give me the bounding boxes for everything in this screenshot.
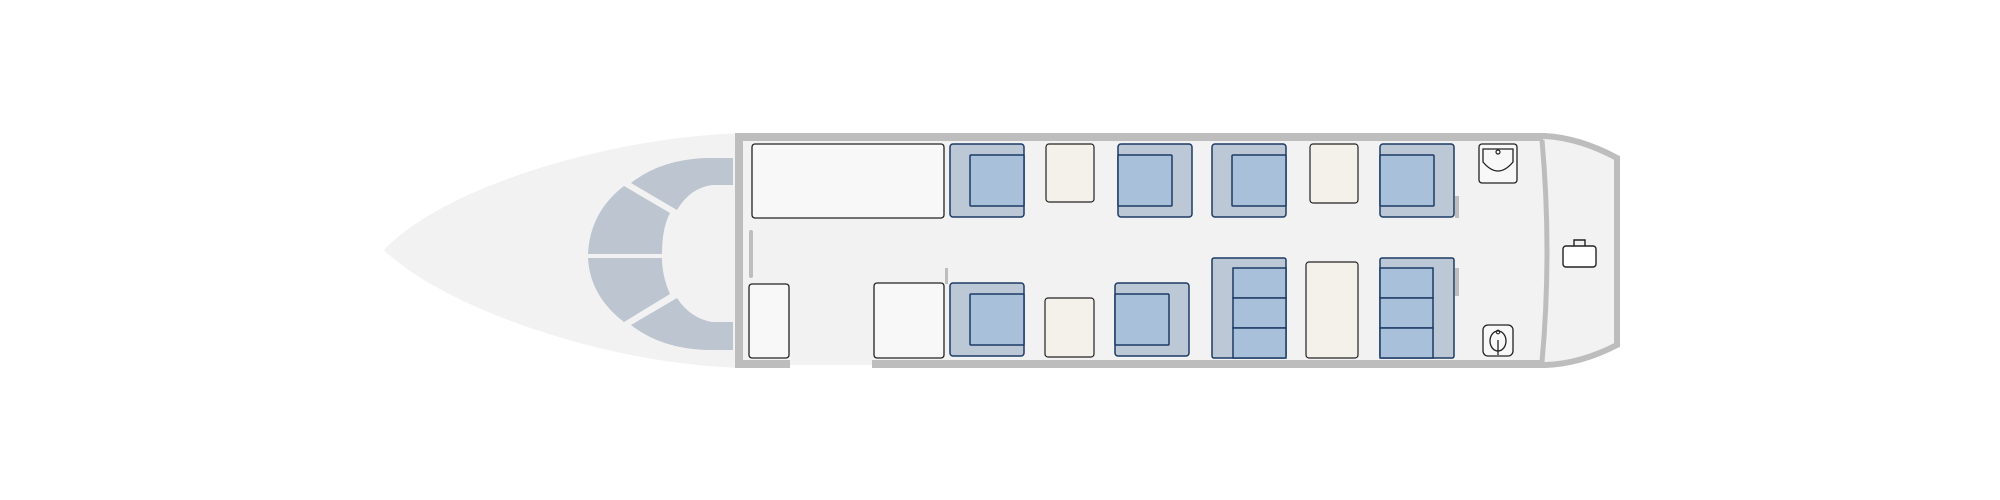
seat-cushion: [969, 293, 1025, 346]
galley-partition: [749, 230, 753, 278]
bottom-wall-rear: [872, 360, 1542, 368]
front-closet[interactable]: [748, 283, 790, 359]
cockpit-seating: [588, 158, 733, 350]
divider-post-upper: [945, 268, 948, 284]
bottom-wall-front: [735, 360, 790, 368]
divan-cushion: [1379, 327, 1434, 359]
seat-cushion: [1231, 154, 1287, 207]
divan-seat[interactable]: [1379, 257, 1455, 359]
seat-cushion: [969, 154, 1025, 207]
sink-faucet: [1495, 149, 1501, 155]
divan-cushion: [1232, 327, 1287, 359]
table[interactable]: [1044, 297, 1095, 358]
cockpit-seat-upper[interactable]: [631, 158, 733, 210]
divider-post-aft-1: [1455, 196, 1459, 218]
seat-cushion: [1379, 154, 1435, 207]
table[interactable]: [1045, 143, 1095, 203]
passenger-seat[interactable]: [1117, 143, 1193, 218]
suitcase-handle: [1573, 239, 1586, 246]
lavatory-toilet[interactable]: [1482, 324, 1514, 357]
table[interactable]: [1305, 261, 1359, 359]
divan-cushion: [1379, 267, 1434, 299]
divan-cushion: [1379, 297, 1434, 329]
divan-cushion: [1232, 267, 1287, 299]
aft-bulkhead: [1539, 139, 1550, 363]
toilet-tank: [1495, 329, 1501, 335]
baggage-compartment[interactable]: [1562, 239, 1597, 268]
lavatory-sink[interactable]: [1478, 143, 1518, 184]
top-wall: [735, 133, 1543, 141]
front-bulkhead: [735, 133, 743, 368]
divider-post-aft-2: [1455, 268, 1459, 296]
seat-cushion: [1114, 293, 1170, 346]
passenger-seat[interactable]: [1114, 282, 1190, 357]
cockpit-seat-lower[interactable]: [631, 298, 733, 350]
table[interactable]: [1309, 143, 1359, 204]
galley-counter[interactable]: [751, 143, 945, 219]
fuselage-walls: [735, 133, 1620, 368]
cockpit-seat-upper-side[interactable]: [588, 186, 670, 254]
passenger-seat[interactable]: [1379, 143, 1455, 218]
passenger-seat[interactable]: [949, 143, 1025, 218]
passenger-seat[interactable]: [949, 282, 1025, 357]
passenger-seats: [949, 143, 1455, 359]
divan-cushion: [1232, 297, 1287, 329]
divan-seat[interactable]: [1211, 257, 1287, 359]
tail-outline: [1540, 133, 1620, 368]
cockpit-seat-lower-side[interactable]: [588, 258, 670, 322]
cabinet[interactable]: [873, 282, 945, 359]
sink-basin: [1482, 148, 1514, 172]
passenger-seat[interactable]: [1211, 143, 1287, 218]
sink-icon: [1478, 143, 1518, 184]
seat-cushion: [1117, 154, 1173, 207]
suitcase-icon: [1562, 245, 1597, 268]
